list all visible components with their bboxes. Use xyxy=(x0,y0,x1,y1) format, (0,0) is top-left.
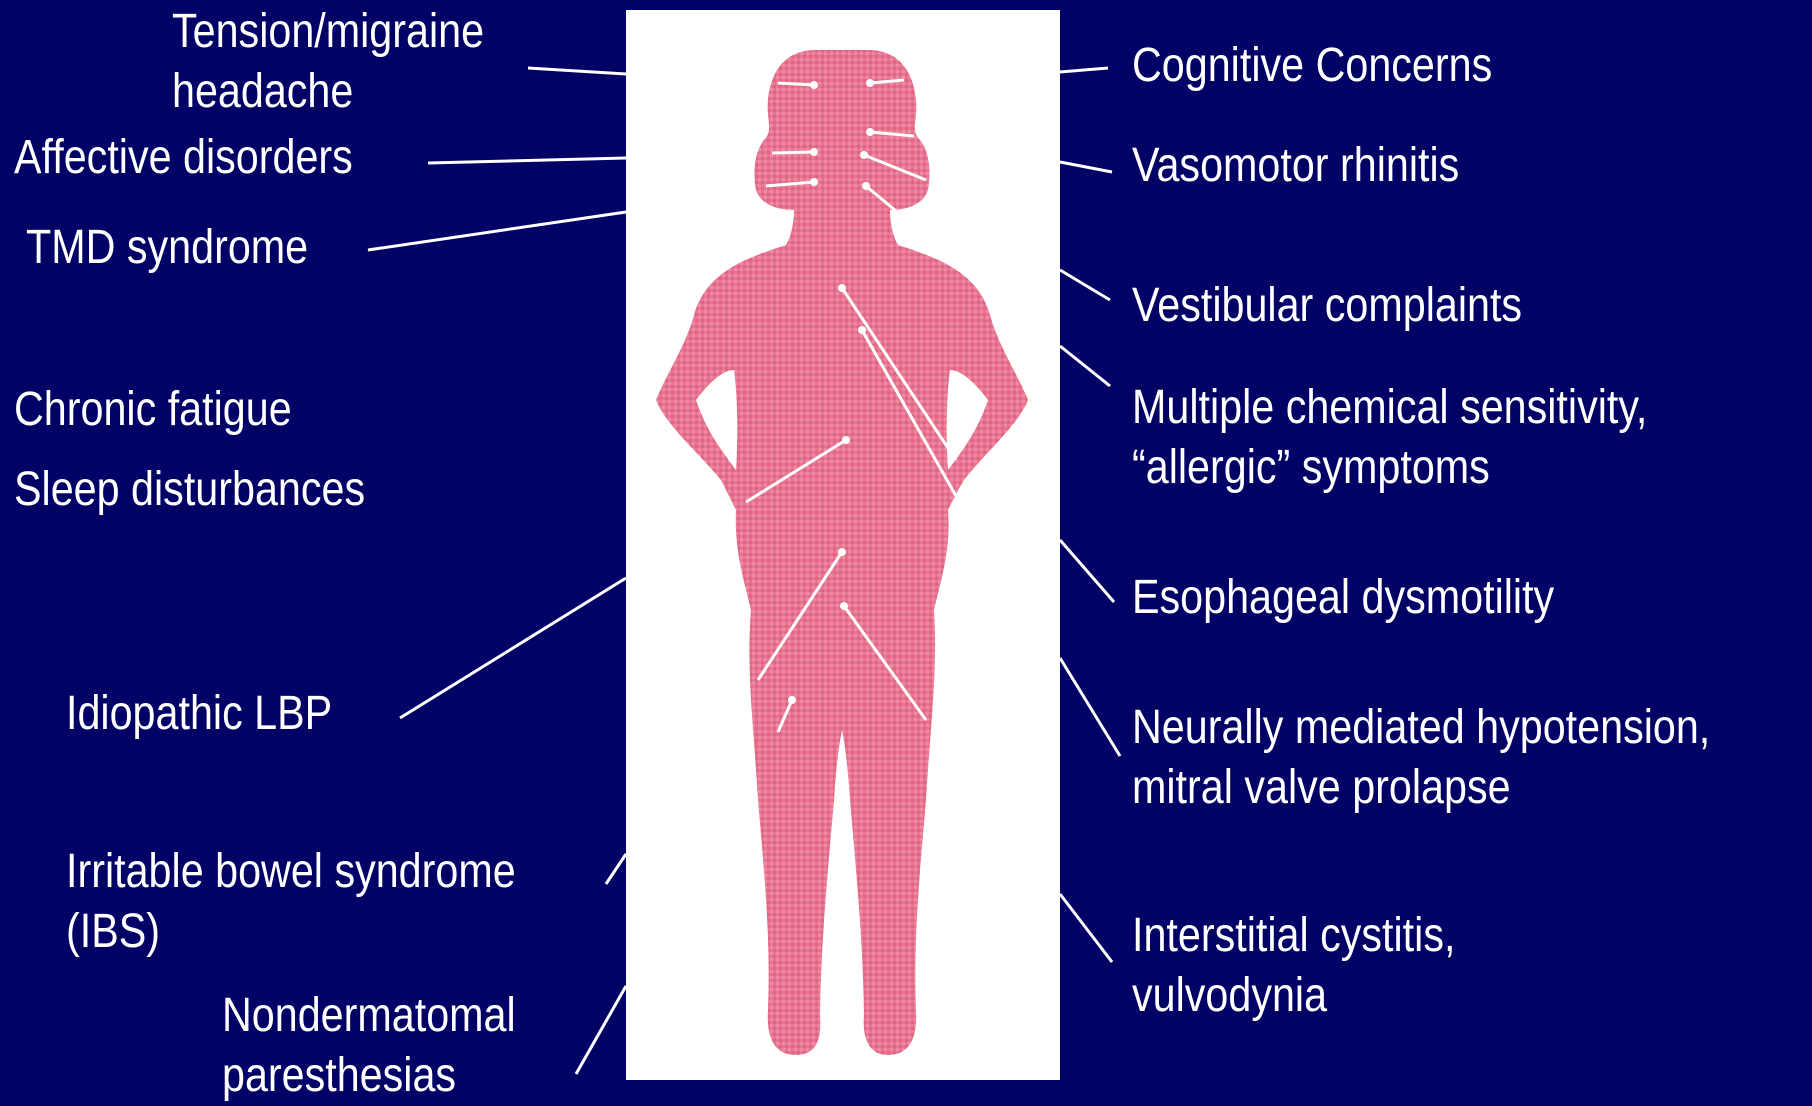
label-vasomotor-rhinitis: Vasomotor rhinitis xyxy=(1132,136,1459,196)
connector-hypotension xyxy=(1060,658,1120,756)
label-sleep-disturbances: Sleep disturbances xyxy=(14,460,365,520)
connector-esophageal xyxy=(1060,540,1114,602)
connector-cognitive xyxy=(1060,68,1108,72)
label-idiopathic-lbp: Idiopathic LBP xyxy=(66,684,332,744)
label-tension-line1: Tension/migraine xyxy=(172,2,484,62)
label-tmd-syndrome: TMD syndrome xyxy=(26,218,308,278)
connector-rhinitis xyxy=(1060,162,1112,172)
label-cystitis-line1: Interstitial cystitis, xyxy=(1132,906,1455,966)
label-paresthesias-line1: Nondermatomal xyxy=(222,986,516,1046)
label-chemical-line2: “allergic” symptoms xyxy=(1132,438,1647,498)
label-tension-migraine-headache: Tension/migraine headache xyxy=(172,2,484,122)
label-chemical-line1: Multiple chemical sensitivity, xyxy=(1132,378,1647,438)
label-tension-line2: headache xyxy=(172,62,484,122)
connector-affective xyxy=(428,158,626,163)
connector-vestibular xyxy=(1060,270,1110,300)
label-esophageal-dysmotility: Esophageal dysmotility xyxy=(1132,568,1554,628)
label-ibs-line1: Irritable bowel syndrome xyxy=(66,842,516,902)
label-paresthesias-line2: paresthesias xyxy=(222,1046,516,1106)
connector-tension xyxy=(528,68,626,74)
label-vestibular-complaints: Vestibular complaints xyxy=(1132,276,1522,336)
label-neurally-mediated-hypotension: Neurally mediated hypotension, mitral va… xyxy=(1132,698,1710,818)
label-cognitive-concerns: Cognitive Concerns xyxy=(1132,36,1492,96)
label-multiple-chemical-sensitivity: Multiple chemical sensitivity, “allergic… xyxy=(1132,378,1647,498)
label-hypotension-line2: mitral valve prolapse xyxy=(1132,758,1710,818)
label-chronic-fatigue: Chronic fatigue xyxy=(14,380,292,440)
label-nondermatomal-paresthesias: Nondermatomal paresthesias xyxy=(222,986,516,1106)
label-hypotension-line1: Neurally mediated hypotension, xyxy=(1132,698,1710,758)
connector-lbp xyxy=(400,578,626,718)
label-cystitis-line2: vulvodynia xyxy=(1132,966,1455,1026)
connector-chemical xyxy=(1060,346,1110,386)
connector-tmd xyxy=(368,212,626,250)
connector-paresthesias xyxy=(576,986,626,1074)
label-interstitial-cystitis: Interstitial cystitis, vulvodynia xyxy=(1132,906,1455,1026)
label-ibs-line2: (IBS) xyxy=(66,902,516,962)
label-affective-disorders: Affective disorders xyxy=(14,128,353,188)
connector-cystitis xyxy=(1060,894,1112,962)
connector-ibs xyxy=(606,854,626,884)
label-irritable-bowel-syndrome: Irritable bowel syndrome (IBS) xyxy=(66,842,516,962)
